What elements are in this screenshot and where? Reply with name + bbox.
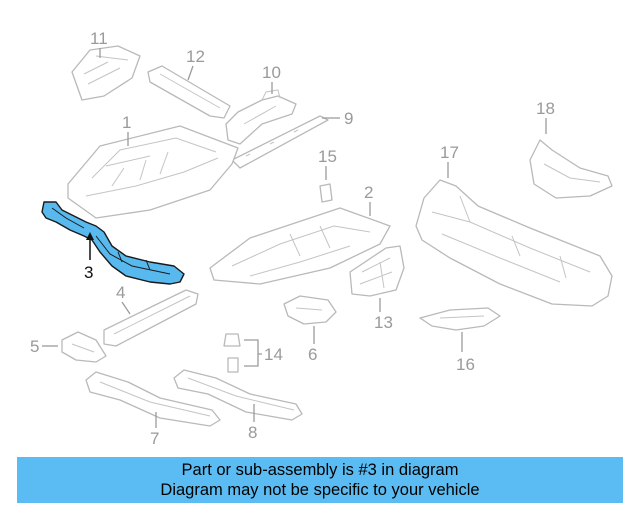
svg-text:1: 1 — [122, 113, 131, 132]
part-8[interactable] — [173, 369, 303, 421]
svg-text:9: 9 — [344, 109, 353, 128]
callout-16: 16 — [456, 332, 475, 374]
callout-10: 10 — [262, 63, 281, 94]
svg-text:8: 8 — [248, 423, 257, 442]
part-18[interactable] — [529, 139, 613, 199]
svg-text:12: 12 — [186, 47, 205, 66]
callout-7: 7 — [150, 412, 159, 448]
svg-text:16: 16 — [456, 355, 475, 374]
svg-text:17: 17 — [440, 143, 459, 162]
part-17[interactable] — [415, 179, 613, 307]
part-9[interactable] — [231, 115, 329, 169]
banner-line-disclaimer: Diagram may not be specific to your vehi… — [160, 481, 480, 499]
svg-text:4: 4 — [116, 283, 125, 302]
svg-text:3: 3 — [84, 263, 93, 282]
svg-text:6: 6 — [308, 345, 317, 364]
callout-14: 14 — [244, 339, 283, 367]
banner-line-part: Part or sub-assembly is #3 in diagram — [181, 461, 459, 479]
part-12[interactable] — [147, 65, 231, 119]
callout-9: 9 — [322, 109, 353, 128]
part-13[interactable] — [349, 245, 405, 297]
callout-4: 4 — [116, 283, 131, 315]
callout-17: 17 — [440, 143, 459, 178]
part-3-highlighted[interactable] — [41, 201, 185, 285]
vehicle-notice-banner: Part or sub-assembly is #3 in diagram Di… — [17, 457, 623, 503]
svg-text:18: 18 — [536, 99, 555, 118]
callout-6: 6 — [308, 326, 317, 364]
svg-text:2: 2 — [364, 183, 373, 202]
callout-18: 18 — [536, 99, 555, 134]
part-15[interactable] — [319, 183, 333, 203]
svg-text:13: 13 — [374, 313, 393, 332]
callout-11: 11 — [90, 29, 108, 58]
part-11[interactable] — [71, 45, 141, 101]
svg-text:15: 15 — [318, 147, 337, 166]
callout-2: 2 — [364, 183, 373, 216]
part-16[interactable] — [419, 307, 501, 331]
part-7[interactable] — [85, 371, 221, 427]
svg-text:10: 10 — [262, 63, 281, 82]
callout-12: 12 — [186, 47, 205, 81]
part-4[interactable] — [103, 289, 199, 347]
callout-13: 13 — [374, 298, 393, 332]
part-5[interactable] — [61, 331, 107, 363]
part-1[interactable] — [67, 125, 239, 219]
callout-3: 3 — [84, 232, 94, 282]
svg-text:14: 14 — [264, 345, 283, 364]
callout-8: 8 — [248, 404, 257, 442]
svg-text:7: 7 — [150, 429, 159, 448]
svg-text:5: 5 — [30, 337, 39, 356]
part-2[interactable] — [209, 207, 391, 285]
svg-text:11: 11 — [90, 29, 108, 48]
callout-1: 1 — [122, 113, 131, 146]
callout-15: 15 — [318, 147, 337, 180]
part-6[interactable] — [283, 295, 337, 325]
callout-5: 5 — [30, 337, 58, 356]
part-14[interactable] — [223, 333, 241, 373]
parts-diagram: 11 12 10 9 1 15 — [30, 29, 613, 448]
